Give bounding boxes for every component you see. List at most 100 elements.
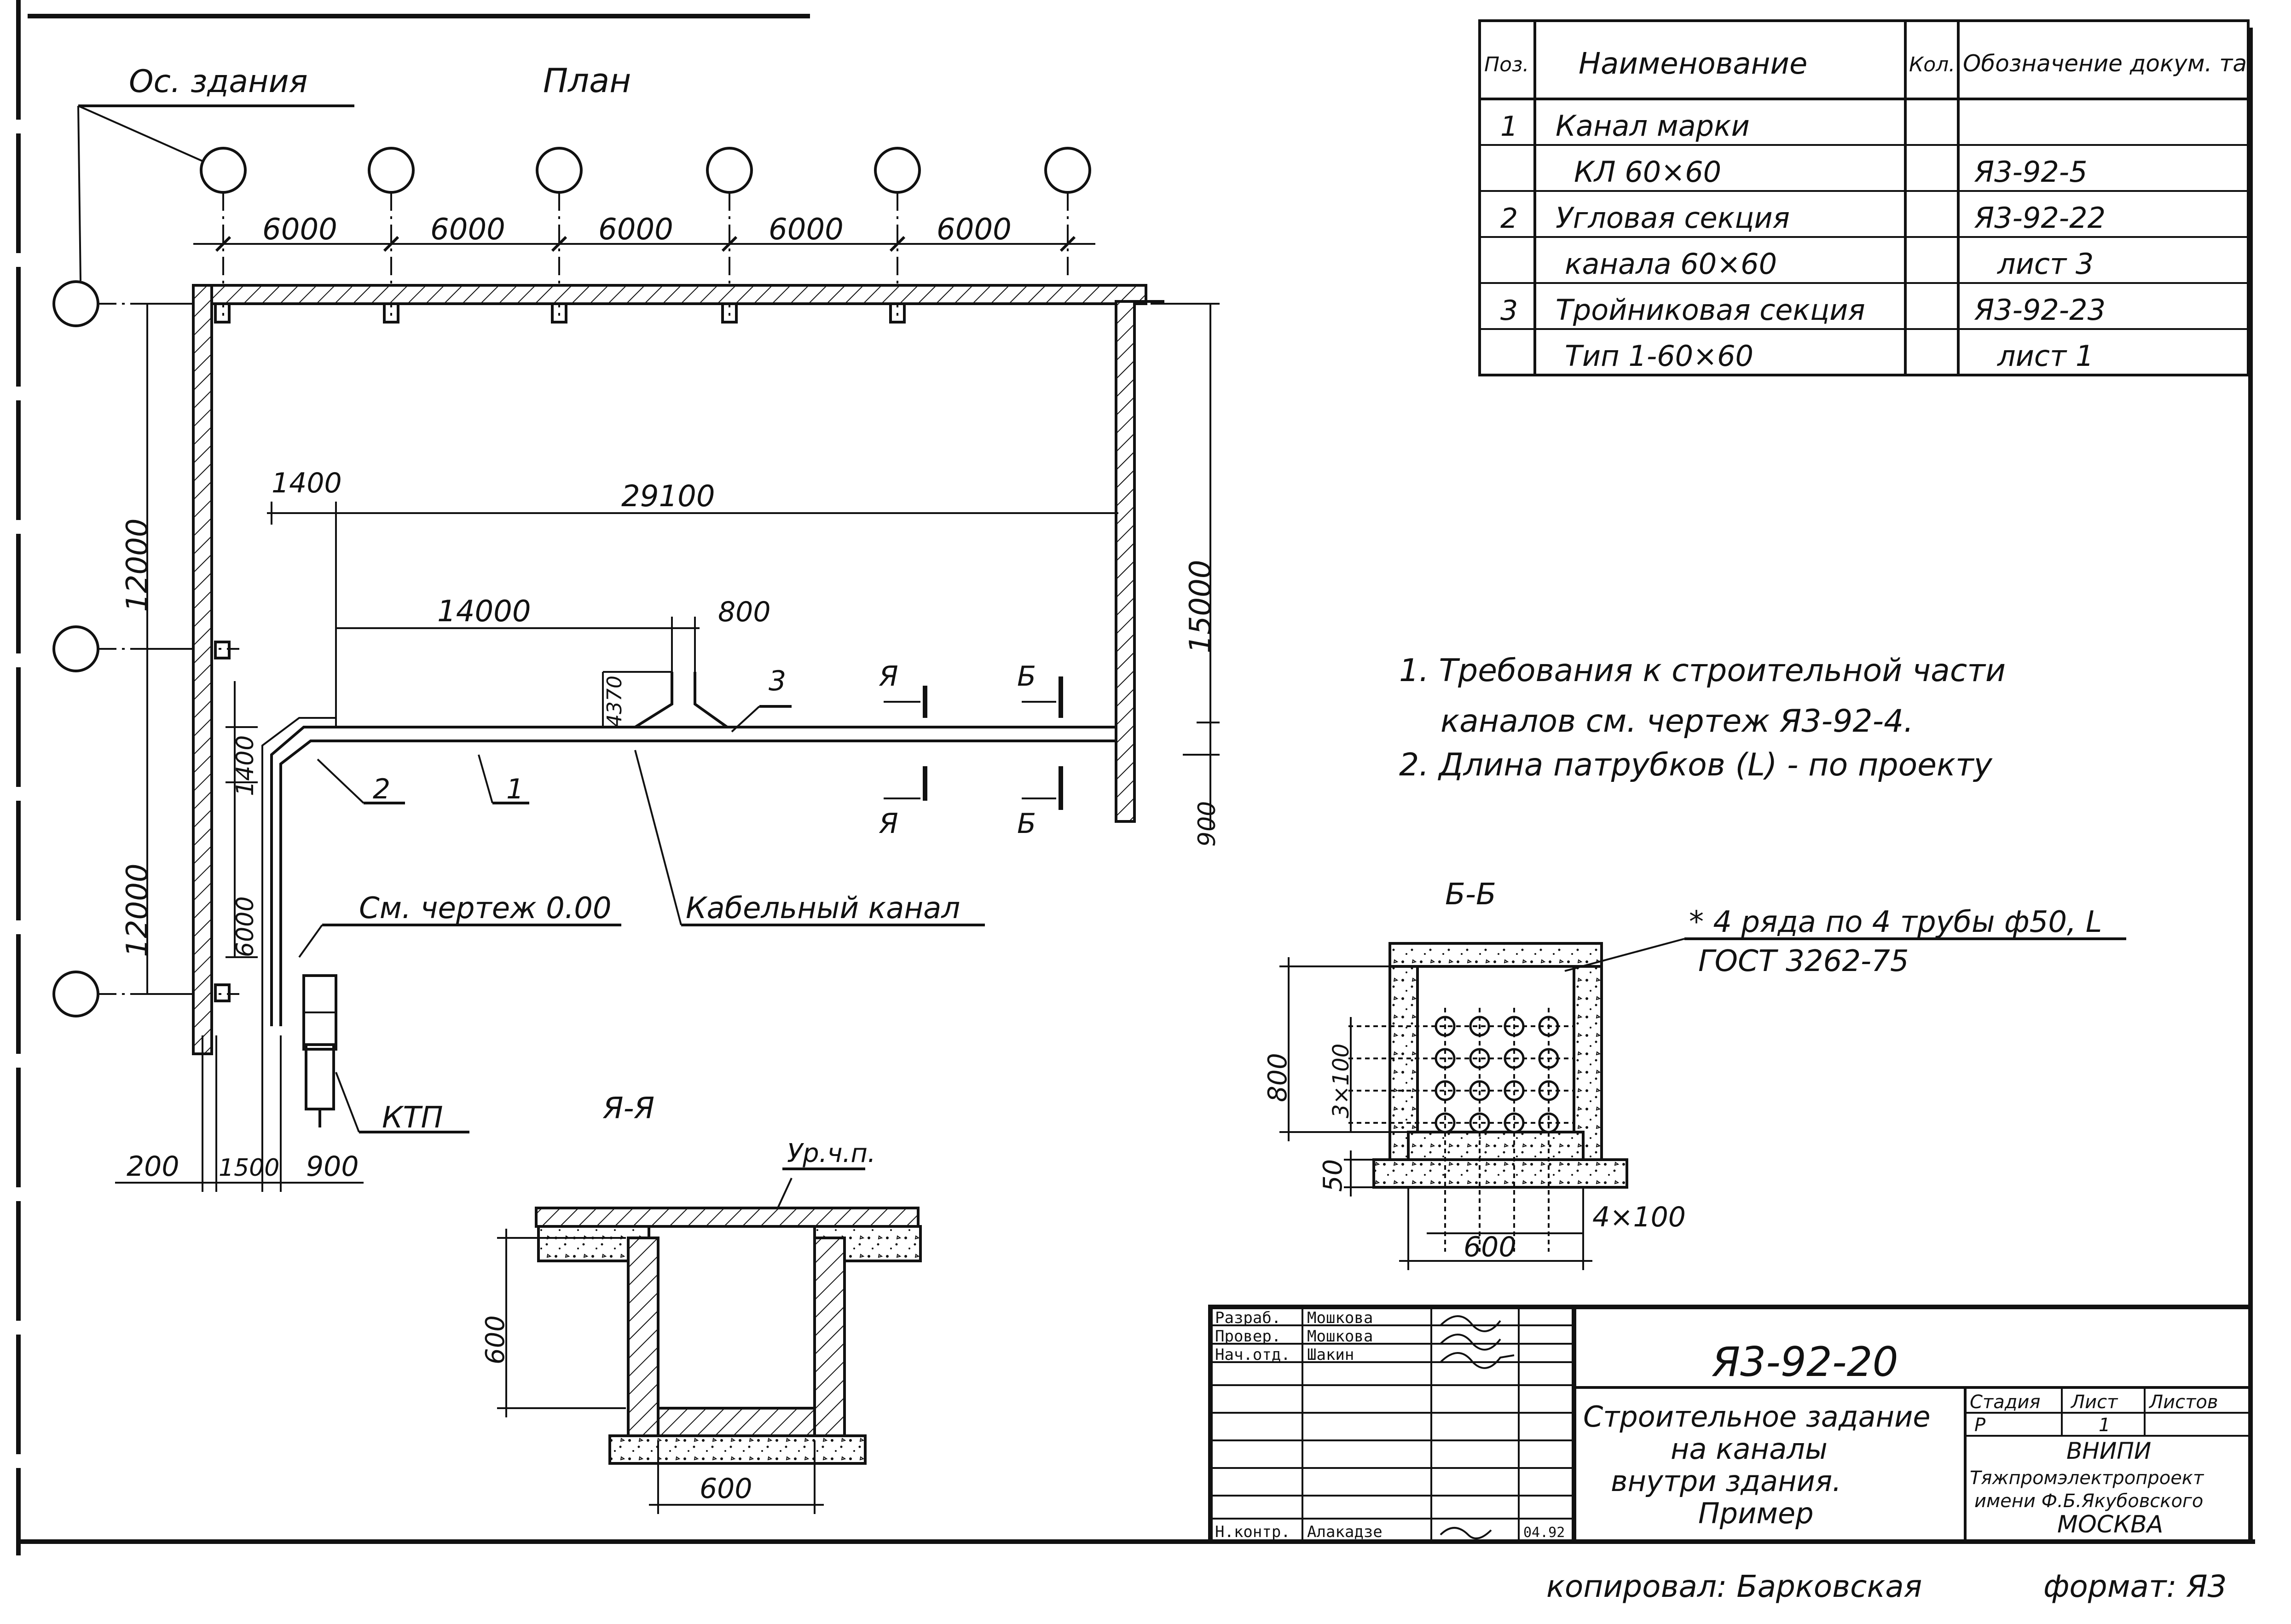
span-dim-2: 6000	[430, 213, 505, 247]
document-number: Я3-92-20	[1712, 1338, 1898, 1386]
role-checker: Провер.	[1215, 1327, 1281, 1346]
dim-15000: 15000	[1184, 560, 1218, 653]
signature-2	[1440, 1334, 1501, 1351]
sheet-label: Лист	[2070, 1392, 2118, 1413]
signature-4	[1440, 1527, 1492, 1539]
wall-left	[192, 284, 213, 1055]
signature-1	[1440, 1315, 1501, 1332]
spec-row-4: канала 60×60 лист 3	[1565, 247, 2094, 281]
spec-row-pos: 3	[1500, 295, 1518, 327]
section-bb-rows: 3×100	[1328, 1044, 1354, 1118]
dim-800: 800	[718, 596, 771, 628]
pipe-note-line2: ГОСТ 3262-75	[1698, 944, 1909, 978]
name-head: Шакин	[1307, 1346, 1354, 1364]
org-line-2: Тяжпромэлектропроект	[1970, 1468, 2204, 1489]
name-developer: Мошкова	[1307, 1309, 1373, 1327]
spec-row-pos: 1	[1500, 110, 1518, 143]
spec-header-pos: Поз.	[1484, 53, 1529, 76]
spec-header-name: Наименование	[1579, 47, 1807, 81]
wall-right	[1115, 300, 1136, 823]
title-line-4: Пример	[1698, 1497, 1814, 1530]
pipe-note-line1: * 4 ряда по 4 трубы ф50, L	[1689, 905, 2102, 939]
section-aa-width: 600	[700, 1473, 752, 1505]
cut-a-top: Я	[879, 660, 898, 693]
sheets-label: Листов	[2148, 1392, 2218, 1413]
spec-row-name: канала 60×60	[1565, 247, 1777, 281]
dim-900-right: 900	[1193, 801, 1221, 847]
pipe-grid	[1348, 1008, 1574, 1252]
section-aa-title: Я-Я	[602, 1092, 654, 1126]
spec-row-doc: Я3-92-22	[1974, 201, 2106, 235]
floor-level-label: Ур.ч.п.	[787, 1139, 876, 1168]
sheet-value: 1	[2099, 1415, 2110, 1436]
plan-title: План	[543, 61, 631, 100]
spec-row-3: 2 Угловая секция Я3-92-22	[1500, 201, 2106, 235]
stage-value: Р	[1974, 1415, 1986, 1436]
span-dim-1: 6000	[262, 213, 337, 247]
section-cut-markers	[884, 676, 1063, 810]
title-line-2: на каналы	[1671, 1432, 1828, 1466]
dim-900-bottom: 900	[306, 1150, 359, 1183]
axes-label: Ос. здания	[129, 64, 308, 100]
position-3-label: 3	[769, 665, 786, 697]
dim-1400-side: 1400	[231, 735, 259, 796]
note-line-3: 2. Длина патрубков (L) - по проекту	[1399, 747, 1993, 783]
spec-row-6: Тип 1-60×60 лист 1	[1565, 339, 2094, 373]
dim-4370: 4370	[603, 676, 626, 727]
spec-row-name: Угловая секция	[1556, 201, 1790, 235]
span-dim-3: 6000	[598, 213, 673, 247]
dim-1400-top: 1400	[272, 467, 342, 499]
role-developer: Разраб.	[1215, 1309, 1281, 1327]
position-2-label: 2	[373, 773, 390, 805]
section-bb-height: 800	[1263, 1053, 1293, 1102]
spec-row-name: Канал марки	[1556, 109, 1750, 143]
dim-14000: 14000	[437, 595, 531, 629]
date-norm-control: 04.92	[1523, 1525, 1565, 1541]
section-aa	[497, 1167, 922, 1514]
section-bb	[1279, 937, 2126, 1270]
cut-b-bottom: Б	[1017, 808, 1036, 840]
span-dim-5: 6000	[937, 213, 1012, 247]
wall-top	[192, 284, 1147, 305]
section-bb-width: 600	[1464, 1231, 1516, 1263]
spec-row-name: Тройниковая секция	[1556, 293, 1865, 327]
copied-by: копировал: Барковская	[1546, 1569, 1922, 1604]
section-bb-title: Б-Б	[1445, 878, 1496, 912]
columns	[214, 302, 906, 1002]
org-line-3: имени Ф.Б.Якубовского	[1974, 1491, 2203, 1512]
dim-29100: 29100	[621, 480, 715, 514]
spec-row-doc: Я3-92-5	[1974, 155, 2088, 189]
org-line-4: МОСКВА	[2057, 1511, 2163, 1538]
title-block-grid	[1208, 1305, 2253, 1544]
role-norm-control: Н.контр.	[1215, 1523, 1290, 1541]
spec-row-pos: 2	[1500, 202, 1518, 235]
note-line-1: 1. Требования к строительной части	[1399, 653, 2006, 689]
section-bb-bottom: 50	[1318, 1159, 1348, 1192]
spec-row-doc: лист 3	[1997, 247, 2094, 281]
dim-200: 200	[127, 1150, 179, 1183]
span-dim-4: 6000	[769, 213, 844, 247]
sheet-format: формат: Я3	[2043, 1569, 2227, 1604]
ref-drawing-label: См. чертеж 0.00	[359, 891, 612, 925]
spec-row-name: Тип 1-60×60	[1565, 339, 1753, 373]
spec-row-doc: Я3-92-23	[1974, 293, 2106, 327]
spec-row-2: КЛ 60×60 Я3-92-5	[1574, 155, 2088, 189]
dim-1500: 1500	[219, 1154, 279, 1182]
spec-table-grid	[1478, 19, 2250, 376]
cable-channel-plan	[261, 506, 1116, 1127]
org-line-1: ВНИПИ	[2066, 1438, 2151, 1464]
position-1-label: 1	[506, 773, 524, 805]
name-checker: Мошкова	[1307, 1327, 1373, 1346]
dim-12000-top: 12000	[121, 518, 155, 612]
cable-channel-label: Кабельный канал	[686, 891, 960, 925]
ktp-label: КТП	[382, 1101, 443, 1135]
role-head: Нач.отд.	[1215, 1346, 1290, 1364]
note-line-2: каналов см. чертеж Я3-92-4.	[1441, 703, 1914, 740]
section-aa-depth: 600	[480, 1315, 510, 1364]
building-plan	[52, 104, 1220, 1192]
spec-row-name: КЛ 60×60	[1574, 155, 1721, 189]
spec-row-doc: лист 1	[1997, 339, 2094, 373]
spec-row-5: 3 Тройниковая секция Я3-92-23	[1500, 293, 2106, 327]
spec-header-doc: Обозначение докум. та	[1963, 50, 2247, 77]
